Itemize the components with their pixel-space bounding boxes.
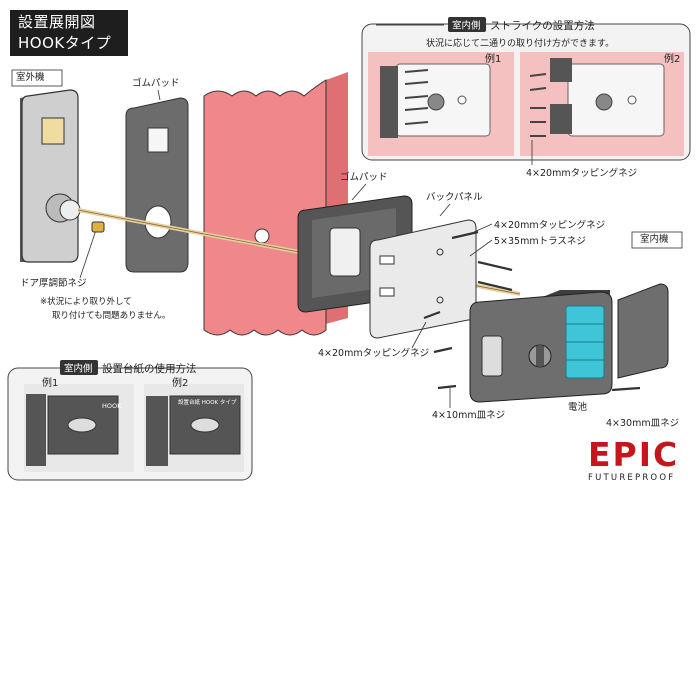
outer-rubber-pad-label: ゴムパッド <box>132 77 180 89</box>
template-example2-label: 例2 <box>172 376 188 389</box>
template-sheet-text2: 設置台紙 HOOK タイプ <box>178 398 237 406</box>
screw-4x20-top-label: 4×20mmタッピングネジ <box>494 219 605 231</box>
strike-inset: 室内側 ストライクの設置方法 状況に応じて二通りの取り付け方ができます。 例1 <box>361 17 691 179</box>
outdoor-unit-label: 室外機 <box>16 71 45 83</box>
strike-example1: 例1 <box>368 52 514 156</box>
outer-rubber-pad: ゴムパッド <box>125 77 189 273</box>
title-line1: 設置展開図 <box>18 13 96 31</box>
strike-screws-1 <box>404 69 429 125</box>
strike-screw-label: 4×20mmタッピングネジ <box>526 167 637 179</box>
strike-subtitle: 状況に応じて二通りの取り付け方ができます。 <box>426 37 614 49</box>
template-sheet-text1: HOOK <box>102 402 122 410</box>
inner-rubber-pad-label: ゴムパッド <box>340 171 388 183</box>
title-line2: HOOKタイプ <box>18 34 112 52</box>
template-example1-label: 例1 <box>42 376 58 389</box>
logo-tagline: FUTUREPROOF <box>588 473 676 483</box>
template-example1: HOOK 例1 <box>24 376 134 472</box>
screw-4x20-bottom-label: 4×20mmタッピングネジ <box>318 347 429 359</box>
door-adjust-screw <box>91 221 105 233</box>
note-line2: 取り付けても問題ありません。 <box>52 310 170 321</box>
panel-screws <box>423 230 513 320</box>
epic-logo: EPIC FUTUREPROOF <box>588 438 688 488</box>
note-line1: ※状況により取り外して <box>40 296 132 307</box>
indoor-cover <box>617 283 669 379</box>
strike-example2-label: 例2 <box>664 52 680 65</box>
door-adjust-screw-label: ドア厚調節ネジ <box>20 277 87 289</box>
outdoor-unit: 室外機 <box>11 69 81 263</box>
back-panel: バックパネル <box>369 192 483 339</box>
indoor-unit: 室内機 <box>469 231 683 403</box>
template-tag: 室内側 <box>64 363 93 375</box>
template-inset: 室内側 設置台紙の使用方法 HOOK 例1 設置台紙 HOOK タイプ 例2 <box>7 360 253 481</box>
back-panel-label: バックパネル <box>426 192 483 203</box>
strike-tag: 室内側 <box>452 20 481 32</box>
strike-title: ストライクの設置方法 <box>490 19 595 32</box>
screw-4x10-label: 4×10mm皿ネジ <box>432 410 505 421</box>
strike-tag-box <box>448 17 486 32</box>
logo-brand: EPIC <box>588 435 680 474</box>
strike-example1-label: 例1 <box>485 52 501 65</box>
indoor-unit-label: 室内機 <box>640 233 669 245</box>
template-title: 設置台紙の使用方法 <box>102 362 197 375</box>
screw-5x35-label: 5×35mmトラスネジ <box>494 236 586 247</box>
battery-label: 電池 <box>568 401 588 413</box>
strike-example2: 例2 <box>520 52 684 156</box>
screw-4x30-label: 4×30mm皿ネジ <box>606 418 679 429</box>
template-example2: 設置台紙 HOOK タイプ 例2 <box>144 376 244 472</box>
page-title: 設置展開図 HOOKタイプ <box>10 10 128 56</box>
strike-screws-2 <box>529 73 547 137</box>
